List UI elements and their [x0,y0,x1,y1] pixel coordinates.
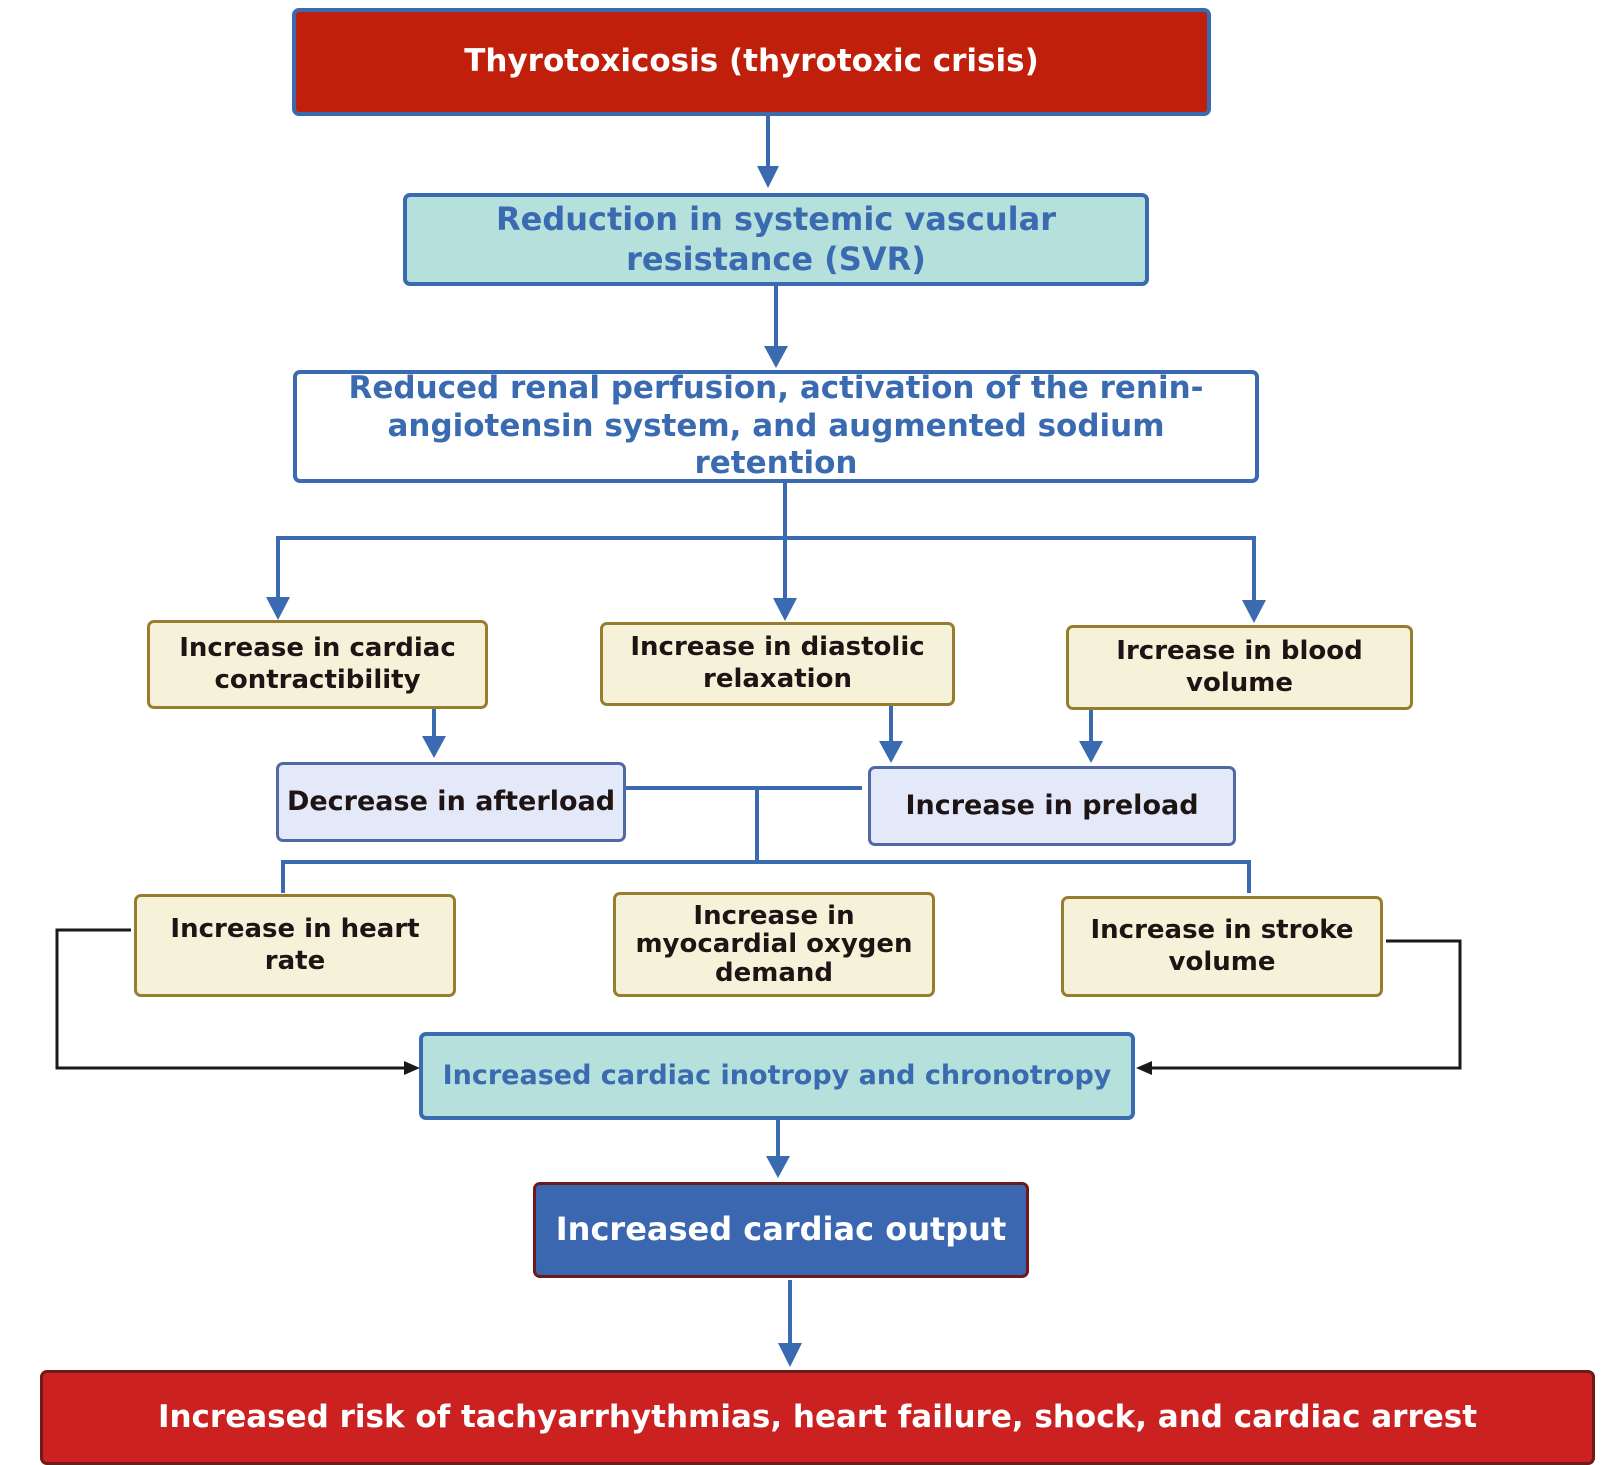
node-label: Decrease in afterload [286,785,616,817]
node-label: Reduced renal perfusion, activation of t… [348,369,1204,482]
node-blood-volume: Ircrease in blood volume [1066,625,1413,710]
node-thyrotoxicosis: Thyrotoxicosis (thyrotoxic crisis) [292,8,1211,116]
node-label: Ircrease in blood volume [1116,635,1363,698]
node-label: Increase in heart rate [170,913,420,976]
node-label: Increase in myocardial oxygen demand [635,901,913,988]
arrowhead [879,741,903,763]
arrowhead [404,1061,420,1075]
node-afterload: Decrease in afterload [276,762,626,842]
node-svr: Reduction in systemic vascular resistanc… [403,193,1149,286]
arrowhead [778,1343,802,1367]
arrowhead [1242,600,1266,623]
node-label: Increased cardiac output [555,1210,1007,1249]
node-oxygen-demand: Increase in myocardial oxygen demand [613,892,935,997]
node-diastolic: Increase in diastolic relaxation [600,622,955,706]
node-heart-rate: Increase in heart rate [134,894,456,997]
node-label: Increase in diastolic relaxation [630,632,925,694]
node-label: Increase in stroke volume [1090,914,1354,977]
node-label: Thyrotoxicosis (thyrotoxic crisis) [464,43,1039,80]
node-label: Increased cardiac inotropy and chronotro… [442,1059,1112,1091]
node-label: Increase in cardiac contractibility [179,632,456,695]
node-label: Increase in preload [905,789,1199,821]
arrowhead [1136,1061,1152,1075]
arrowhead [266,597,290,620]
edge-renal-branch [276,536,1256,600]
node-inotropy: Increased cardiac inotropy and chronotro… [419,1032,1135,1120]
node-preload: Increase in preload [868,766,1236,846]
arrowhead [422,736,446,758]
node-contractility: Increase in cardiac contractibility [147,620,488,709]
arrowhead [757,166,779,188]
node-label: Increased risk of tachyarrhythmias, hear… [157,1398,1478,1435]
node-renal: Reduced renal perfusion, activation of t… [293,370,1259,483]
arrowhead [773,598,797,621]
node-stroke-volume: Increase in stroke volume [1061,896,1383,997]
edge-bottom-branch [281,860,1251,893]
node-outcome: Increased risk of tachyarrhythmias, hear… [40,1370,1595,1465]
node-cardiac-output: Increased cardiac output [533,1182,1029,1278]
arrowhead [764,346,788,368]
arrowhead [1079,741,1103,763]
arrowhead [766,1156,790,1178]
node-label: Reduction in systemic vascular resistanc… [495,200,1057,278]
